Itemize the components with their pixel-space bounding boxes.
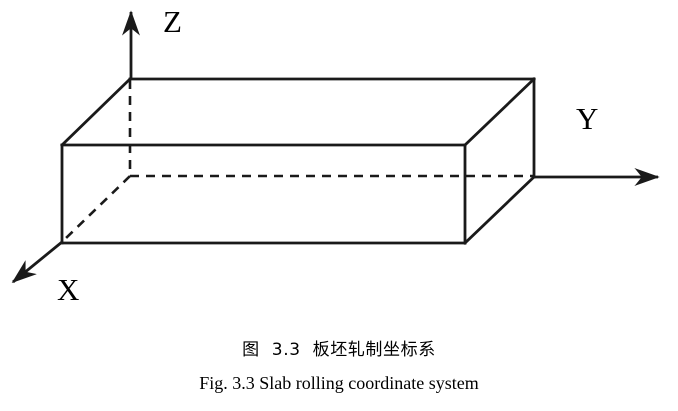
axis-label-y: Y <box>576 101 599 136</box>
edge-diagonal-right-top <box>463 77 536 147</box>
axis-label-x: X <box>57 272 80 307</box>
figure-caption-block: 图 3.3 板坯轧制坐标系 Fig. 3.3 Slab rolling coor… <box>0 338 678 395</box>
slab-coordinate-diagram <box>11 10 660 284</box>
figure-caption-english: Fig. 3.3 Slab rolling coordinate system <box>199 373 479 393</box>
edge-diagonal-right-bottom <box>463 175 536 245</box>
edge-diagonal-left-top <box>60 77 132 147</box>
axes-group <box>11 10 660 284</box>
axis-x-line <box>11 240 63 284</box>
slab-edges-group <box>60 77 536 245</box>
hidden-edge-back-left-diagonal <box>62 175 131 242</box>
hidden-edges-group <box>62 80 534 242</box>
axis-label-z: Z <box>163 4 182 39</box>
figure-caption-chinese: 图 3.3 板坯轧制坐标系 <box>242 340 436 360</box>
